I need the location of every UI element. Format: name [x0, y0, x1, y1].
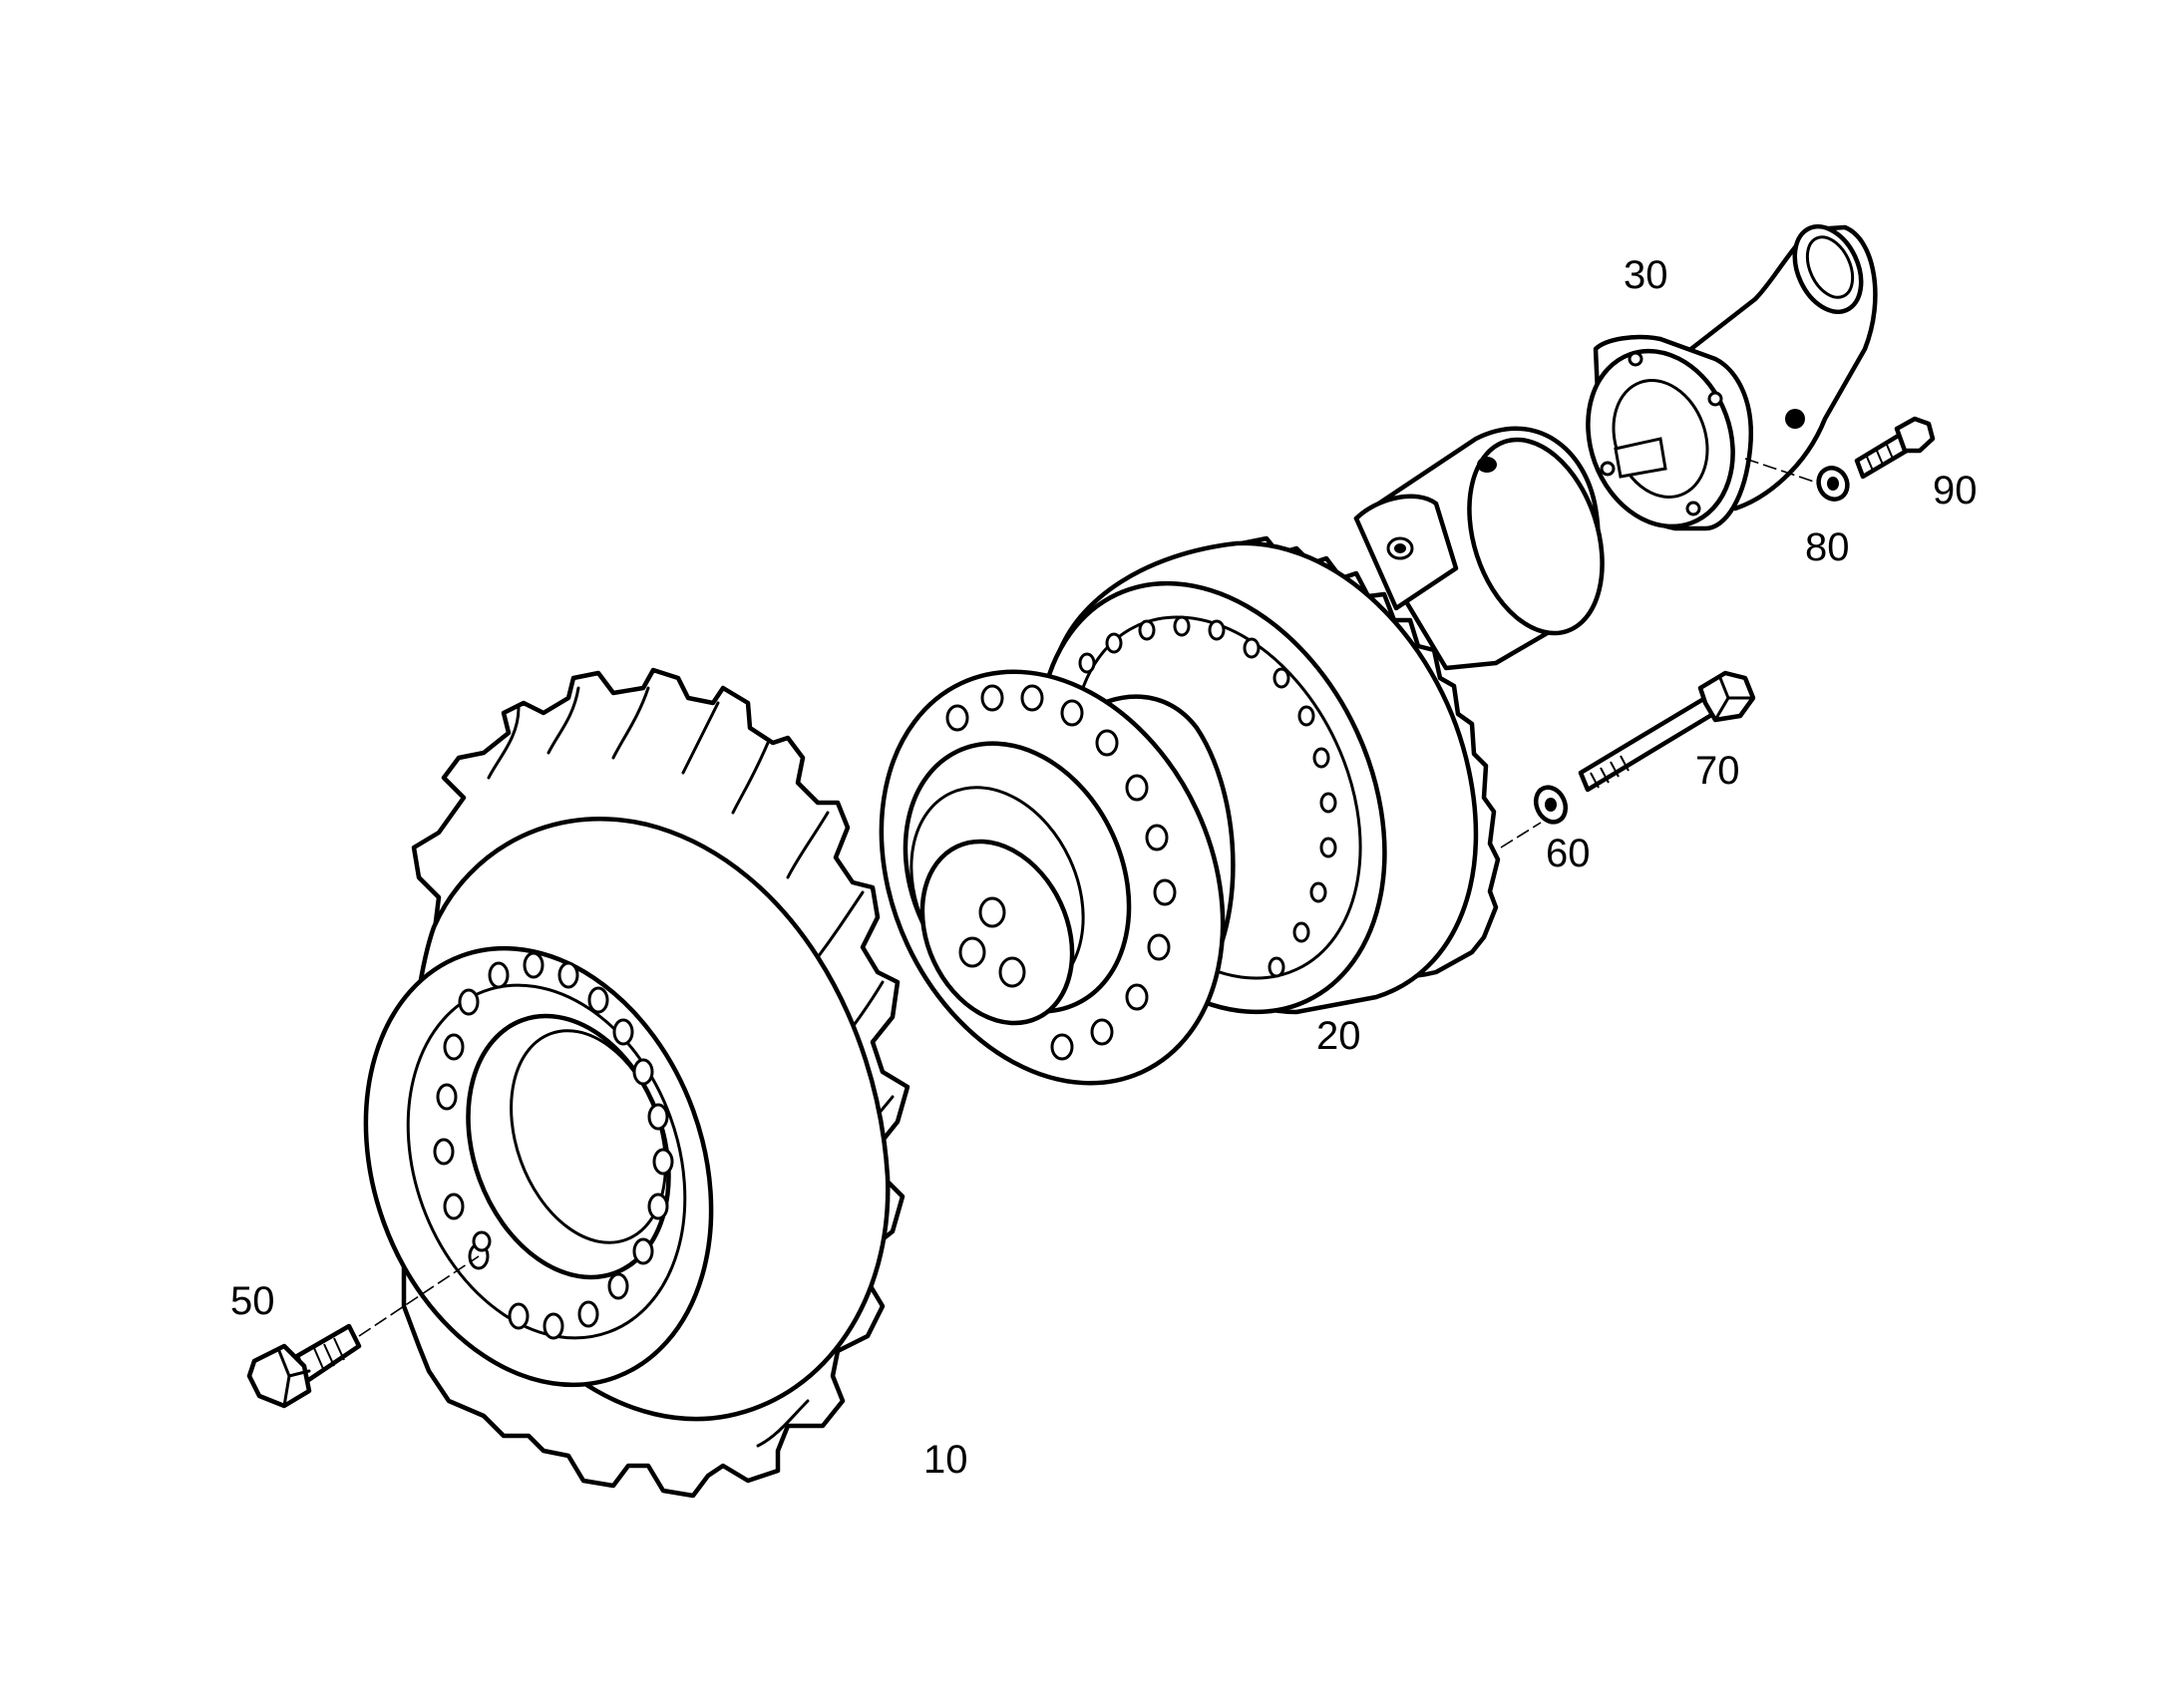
callout-30: 30	[1624, 253, 1668, 297]
callout-20: 20	[1316, 1014, 1361, 1058]
leader-50	[358, 1255, 480, 1337]
part-50-bolt[interactable]	[246, 1323, 362, 1409]
sprocket-bolt-holes	[433, 951, 674, 1340]
part-20-drive-housing[interactable]	[817, 423, 1626, 1140]
part-10-sprocket[interactable]	[307, 667, 910, 1499]
callout-50: 50	[230, 1279, 275, 1323]
callout-70: 70	[1695, 749, 1740, 793]
part-70-long-bolt[interactable]	[1578, 670, 1756, 793]
part-90-bolt[interactable]	[1854, 416, 1936, 480]
part-60-washer[interactable]	[1531, 783, 1572, 827]
part-80-washer[interactable]	[1814, 464, 1853, 505]
leader-60	[1500, 822, 1542, 849]
part-30-hydraulic-motor[interactable]	[1564, 216, 1878, 547]
callout-10: 10	[923, 1438, 968, 1482]
callout-80: 80	[1805, 525, 1850, 569]
callout-60: 60	[1546, 832, 1591, 875]
housing-bolt-circle	[1078, 615, 1337, 978]
callout-90: 90	[1933, 469, 1978, 512]
leader-80	[1744, 458, 1821, 485]
